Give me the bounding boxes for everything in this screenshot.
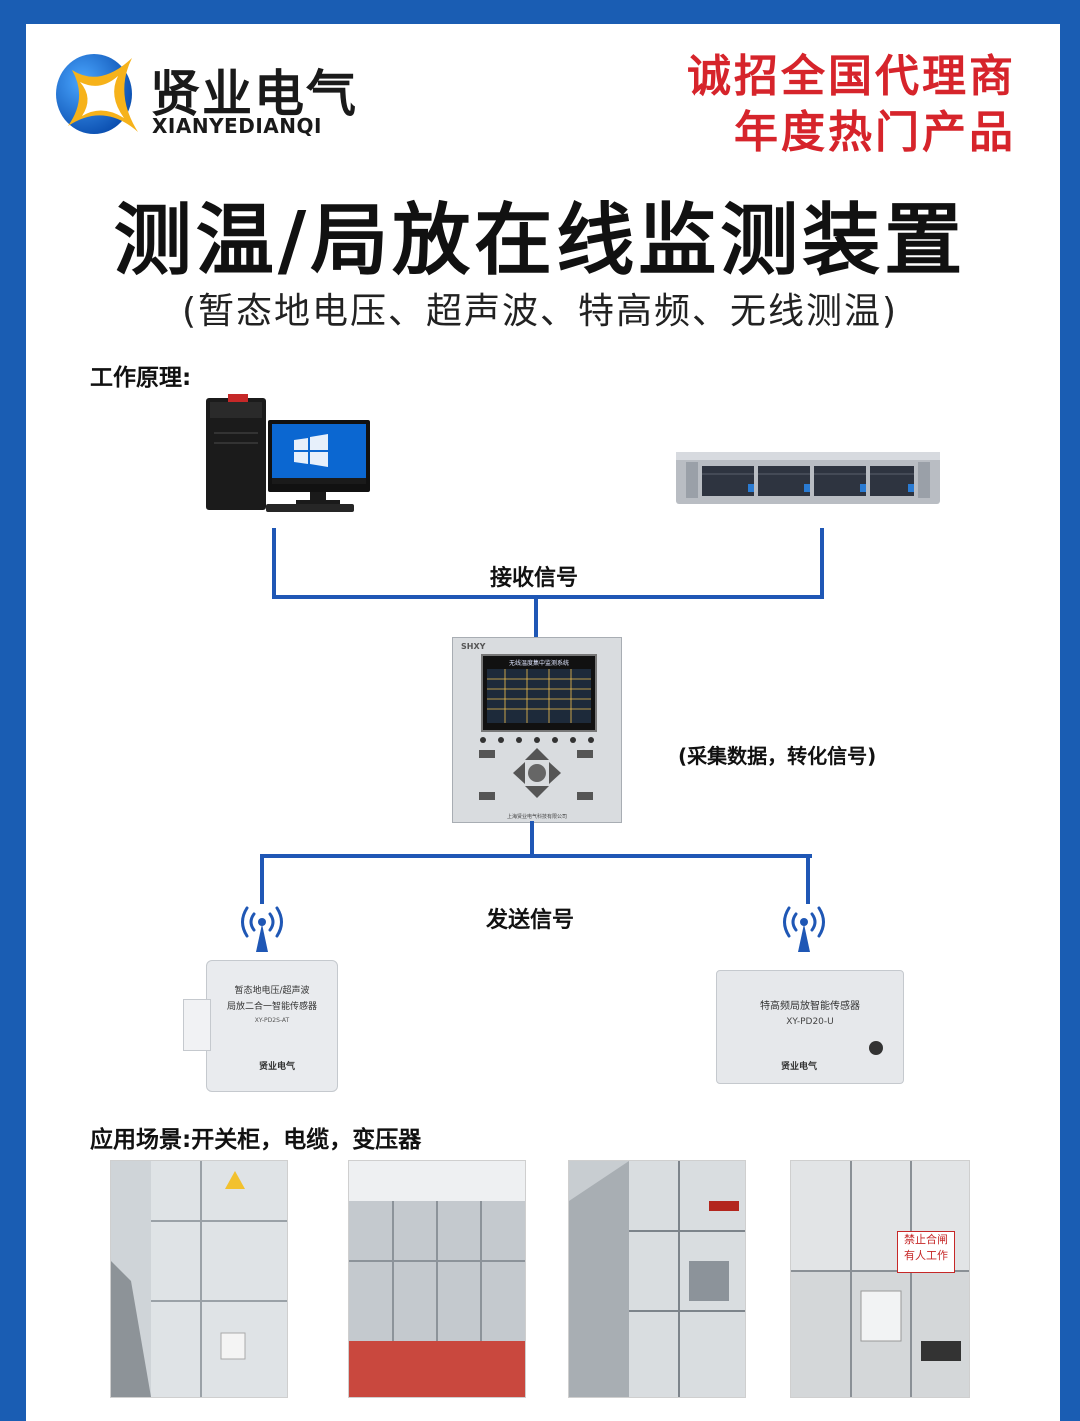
monitor-screen-title: 无线温度集中监测系统 — [508, 660, 569, 667]
warning-sign: 禁止合闸 有人工作 — [897, 1231, 955, 1273]
application-label: 应用场景:开关柜，电缆，变压器 — [90, 1127, 422, 1153]
switchgear-room-image — [349, 1161, 525, 1397]
monitoring-unit: SHXY 无线温度集中监测系统 上海贤业电气科技有限公司 — [452, 637, 622, 823]
application-photo-2 — [348, 1160, 526, 1398]
brand-name-cn: 贤业电气 — [150, 65, 358, 123]
sensor-left-line1: 暂态地电压/超声波 — [234, 986, 310, 996]
brand-logo-icon — [56, 54, 138, 134]
connector-from-monitor — [530, 821, 534, 857]
monitor-keypad-icon — [479, 737, 594, 800]
collect-data-label: (采集数据，转化信号) — [678, 744, 877, 768]
warning-sign-line1: 禁止合闸 — [904, 1233, 948, 1246]
connector-server-down — [820, 528, 824, 598]
rack-server-icon — [676, 452, 940, 504]
tev-ultrasonic-sensor: 暂态地电压/超声波 局放二合一智能传感器 XY-PD2S-AT 贤业电气 — [183, 960, 338, 1092]
connector-top-horizontal — [272, 595, 824, 599]
sensor-right-connector — [869, 1041, 883, 1055]
monitor-table-icon — [487, 669, 591, 723]
uhf-sensor: 特高频局放智能传感器 XY-PD20-U 贤业电气 — [716, 970, 904, 1084]
sensor-right-line1: 特高频局放智能传感器 — [760, 1001, 860, 1012]
switchgear-panel-image — [791, 1161, 969, 1397]
slogan-hot-product: 年度热门产品 — [734, 107, 1016, 158]
connector-right-sensor — [806, 854, 810, 904]
warning-sign-line2: 有人工作 — [904, 1249, 948, 1262]
slogan-dealers: 诚招全国代理商 — [687, 51, 1016, 102]
page-subtitle: (暂态地电压、超声波、特高频、无线测温) — [181, 291, 899, 332]
switchgear-corridor-image — [111, 1161, 287, 1397]
connector-to-monitor — [534, 597, 538, 637]
principle-label: 工作原理: — [90, 365, 192, 391]
switchgear-row-image — [569, 1161, 745, 1397]
connector-left-sensor — [260, 854, 264, 904]
connector-bottom-horizontal — [260, 854, 812, 858]
sensor-right-logo: 贤业电气 — [781, 1062, 818, 1072]
sensor-left-logo: 贤业电气 — [259, 1062, 296, 1072]
wireless-signal-icon — [241, 906, 283, 952]
monitor-brand: SHXY — [461, 642, 486, 651]
sensor-right-model: XY-PD20-U — [786, 1017, 834, 1027]
brand-name-en: XIANYEDIANQI — [152, 114, 322, 138]
monitor-footer: 上海贤业电气科技有限公司 — [506, 814, 567, 820]
desktop-computer-icon — [206, 394, 370, 512]
application-photo-1 — [110, 1160, 288, 1398]
wireless-signal-icon — [783, 906, 825, 952]
connector-pc-down — [272, 528, 276, 598]
application-photo-3 — [568, 1160, 746, 1398]
page-title: 测温/局放在线监测装置 — [113, 196, 967, 286]
send-signal-label: 发送信号 — [486, 908, 575, 933]
monitor-screen: 无线温度集中监测系统 — [481, 654, 597, 732]
sensor-left-model: XY-PD2S-AT — [254, 1017, 290, 1024]
application-photo-4: 禁止合闸 有人工作 — [790, 1160, 970, 1398]
sensor-clamp — [183, 999, 211, 1051]
receive-signal-label: 接收信号 — [490, 566, 579, 591]
sensor-left-line2: 局放二合一智能传感器 — [226, 1002, 317, 1012]
